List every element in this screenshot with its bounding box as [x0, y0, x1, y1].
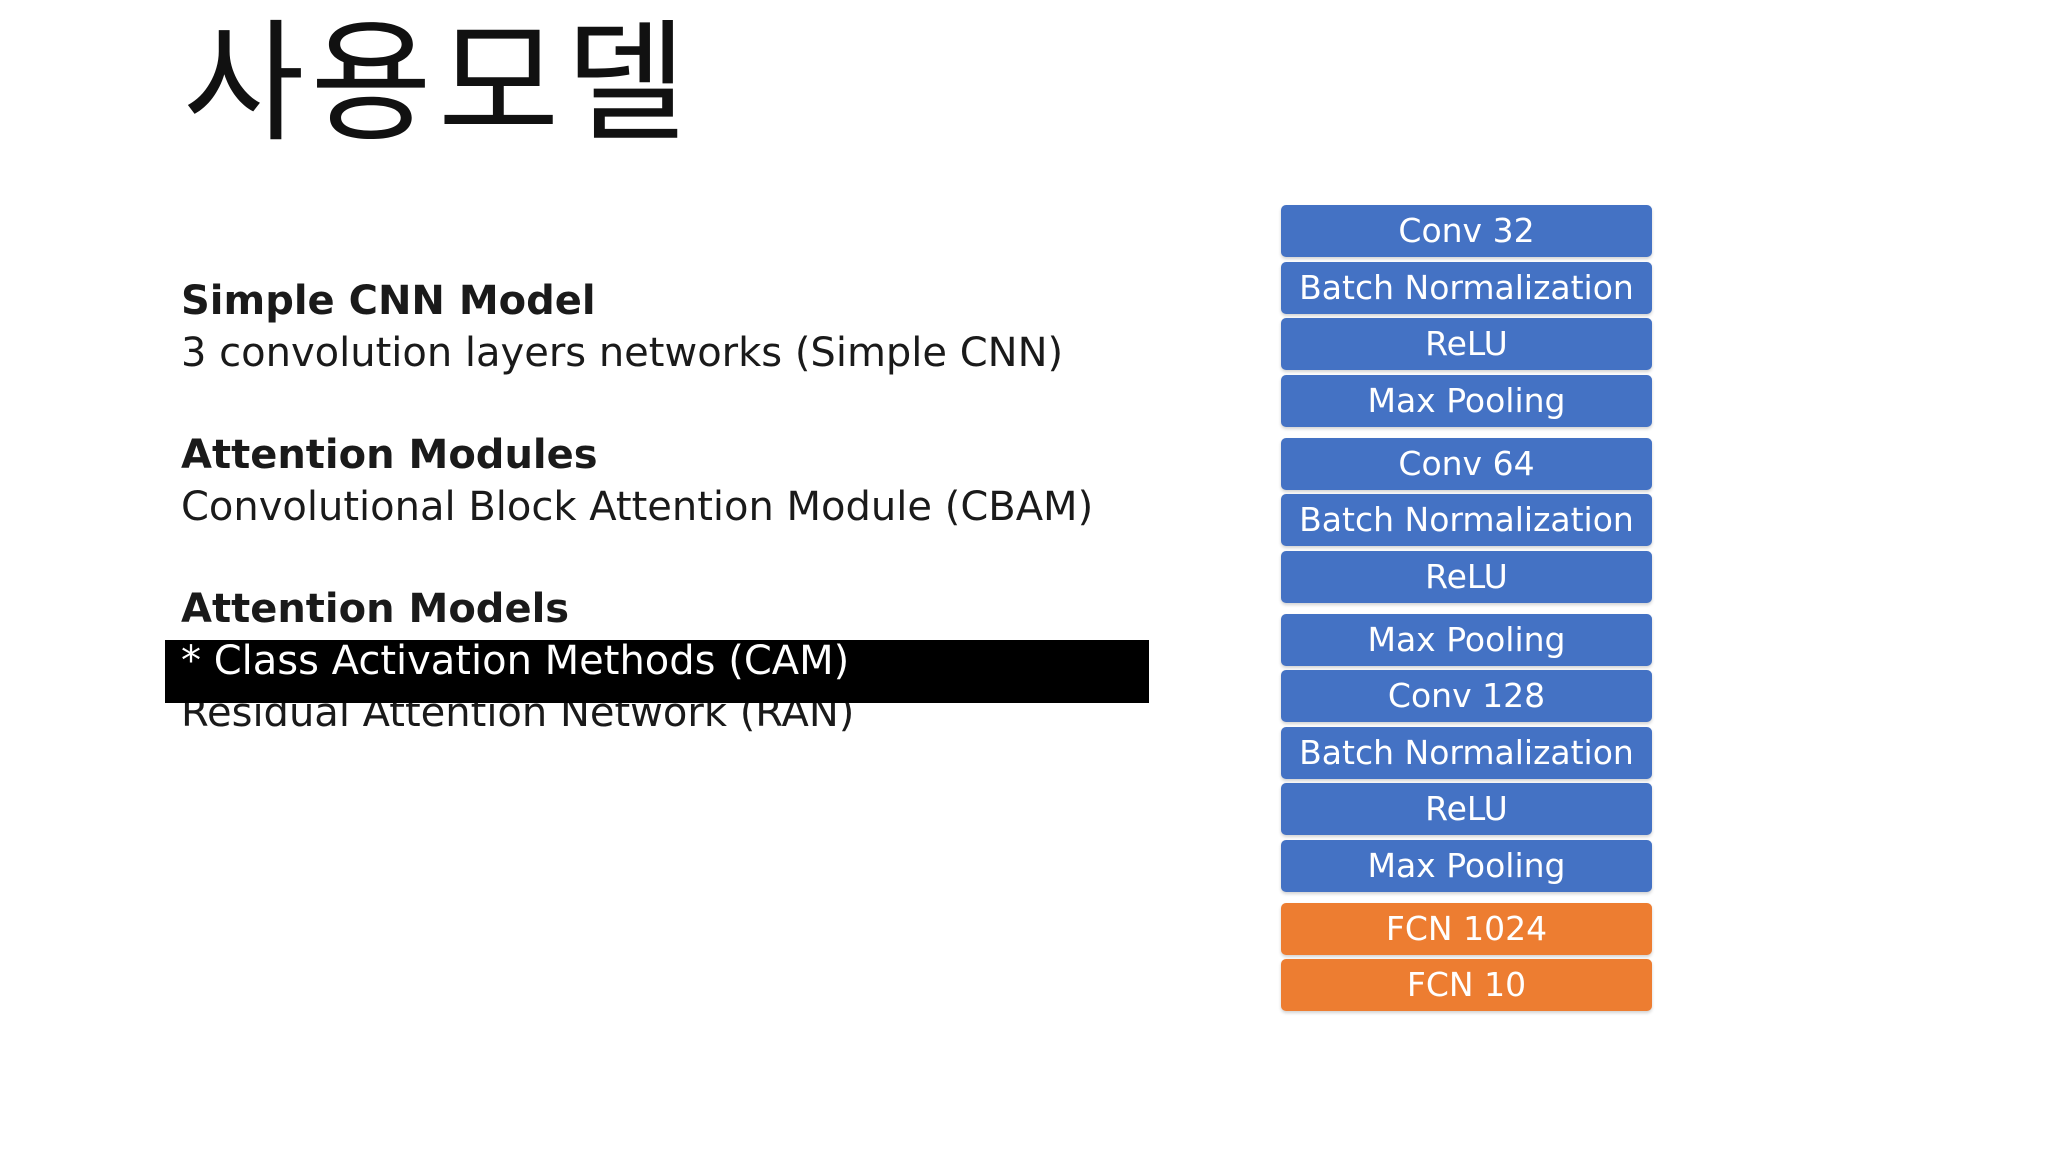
cnn-architecture-stack: Conv 32 Batch Normalization ReLU Max Poo…: [1281, 205, 1652, 1016]
slide-title: 사용모델: [183, 7, 693, 161]
section-simple-cnn: Simple CNN Model 3 convolution layers ne…: [181, 275, 1121, 379]
layer-block-relu: ReLU: [1281, 318, 1652, 370]
layer-block-fcn10: FCN 10: [1281, 959, 1652, 1011]
layer-block-relu: ReLU: [1281, 783, 1652, 835]
layer-block-maxpool: Max Pooling: [1281, 613, 1652, 666]
section-description: Convolutional Block Attention Module (CB…: [181, 484, 1094, 530]
section-attention-models: Attention Models Residual Attention Netw…: [165, 583, 1149, 739]
layer-block-conv64: Conv 64: [1281, 437, 1652, 490]
section-description: 3 convolution layers networks (Simple CN…: [181, 330, 1064, 376]
layer-block-batchnorm: Batch Normalization: [1281, 726, 1652, 779]
section-heading: Attention Modules: [181, 432, 598, 478]
highlighted-list-item: * Class Activation Methods (CAM): [181, 638, 850, 684]
section-heading: Attention Models: [181, 586, 570, 632]
layer-block-batchnorm: Batch Normalization: [1281, 494, 1652, 546]
layer-block-conv128: Conv 128: [1281, 670, 1652, 722]
layer-block-relu: ReLU: [1281, 550, 1652, 603]
layer-block-maxpool: Max Pooling: [1281, 839, 1652, 892]
highlighted-list: Residual Attention Network (RAN) * Class…: [165, 635, 1149, 739]
layer-block-batchnorm: Batch Normalization: [1281, 261, 1652, 314]
layer-block-fcn1024: FCN 1024: [1281, 902, 1652, 955]
highlight-bar: [165, 640, 1149, 703]
section-attention-modules: Attention Modules Convolutional Block At…: [181, 429, 1121, 533]
layer-block-conv32: Conv 32: [1281, 205, 1652, 257]
section-heading: Simple CNN Model: [181, 278, 596, 324]
layer-block-maxpool: Max Pooling: [1281, 374, 1652, 427]
